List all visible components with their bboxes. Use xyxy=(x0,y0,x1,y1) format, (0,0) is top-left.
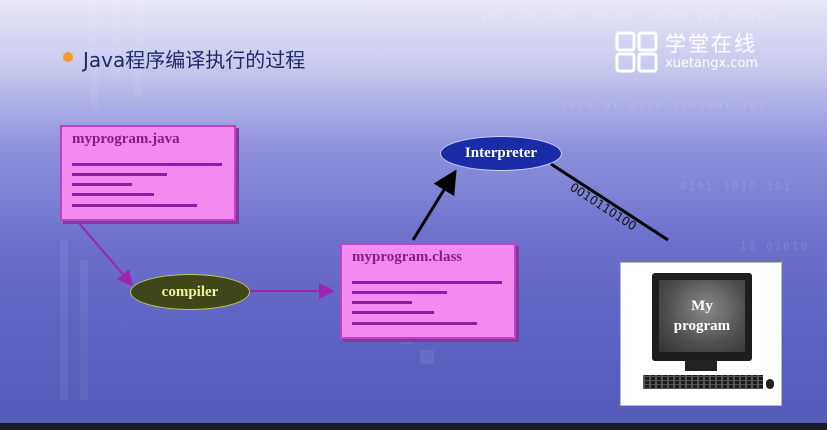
bullet-dot xyxy=(63,52,73,62)
arrow-class-to-interpreter xyxy=(411,169,457,241)
interpreter-node: Interpreter xyxy=(440,136,562,171)
screen-text-line2: program xyxy=(673,318,731,334)
xuetangx-logo-icon xyxy=(615,31,658,73)
interpreter-label: Interpreter xyxy=(464,145,538,161)
code-line xyxy=(72,204,197,207)
computer-monitor-icon: My program xyxy=(652,273,752,361)
code-line xyxy=(72,193,154,196)
background-binary-decoration: 10 01010 xyxy=(740,240,809,253)
code-line xyxy=(72,173,167,176)
java-source-file-name: myprogram.java xyxy=(72,131,180,147)
java-source-file-box: myprogram.java xyxy=(60,125,236,221)
code-line xyxy=(352,281,502,284)
mouse-icon xyxy=(766,379,774,389)
xuetangx-logo: 学堂在线 xuetangx.com xyxy=(615,28,795,78)
code-line xyxy=(72,183,132,186)
background-binary-decoration: 1010 01 0110 1101001 101 xyxy=(560,100,767,113)
logo-name-cn: 学堂在线 xyxy=(665,32,757,56)
monitor-screen: My program xyxy=(659,280,745,352)
logo-name-en: xuetangx.com xyxy=(665,56,759,71)
background-binary-decoration: 101 101 010 00100 1010 101 01010 xyxy=(480,8,774,21)
background-decoration xyxy=(80,260,88,400)
background-binary-decoration: 0101 1010 101 xyxy=(680,180,793,193)
arrow-java-to-compiler xyxy=(77,221,134,287)
slide-title: Java程序编译执行的过程 xyxy=(83,48,306,72)
monitor-stand xyxy=(685,361,717,371)
compiler-node: compiler xyxy=(130,274,250,310)
bottom-bar xyxy=(0,423,827,430)
background-decoration xyxy=(90,0,98,110)
code-line xyxy=(352,291,447,294)
code-line xyxy=(72,163,222,166)
screen-text-line1: My xyxy=(691,298,713,314)
background-decoration xyxy=(112,0,120,80)
code-line xyxy=(352,322,477,325)
class-file-box: myprogram.class xyxy=(340,243,516,339)
code-line xyxy=(352,301,412,304)
arrow-interpreter-to-computer xyxy=(550,162,669,242)
code-line xyxy=(352,311,434,314)
keyboard-icon xyxy=(643,375,763,389)
background-decoration xyxy=(420,350,434,364)
background-decoration xyxy=(134,0,142,95)
background-decoration xyxy=(60,240,68,400)
computer-image: My program xyxy=(620,262,782,406)
class-file-name: myprogram.class xyxy=(352,249,463,265)
compiler-label: compiler xyxy=(161,283,219,300)
